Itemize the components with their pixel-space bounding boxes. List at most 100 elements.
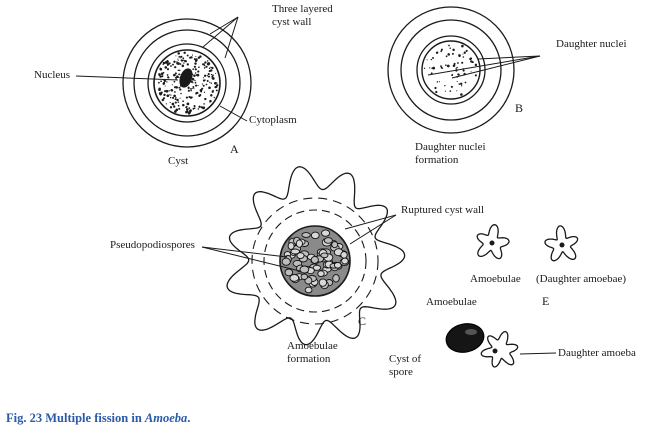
daughter-nucleus-dot — [452, 64, 456, 68]
cytoplasm-granule — [170, 65, 172, 67]
cytoplasm-granule — [213, 96, 215, 99]
cytoplasm-granule — [158, 88, 161, 91]
cytoplasm-granule — [183, 59, 186, 62]
daughter-nucleus-dot — [429, 67, 431, 69]
ruptured-wall-outer — [251, 197, 379, 325]
cyst-a-cytoplasm — [153, 49, 221, 117]
cytoplasm-granule — [175, 55, 177, 57]
cytoplasm-granule — [178, 69, 181, 72]
cytoplasm-granule — [164, 66, 168, 69]
cytoplasm-granule — [172, 96, 175, 99]
cytoplasm-granule — [164, 90, 167, 93]
cytoplasm-granule — [205, 65, 208, 68]
cytoplasm-granule — [210, 73, 213, 76]
cytoplasm-granule — [191, 54, 194, 56]
cytoplasm-granule — [164, 85, 166, 87]
pseudopodiospore — [301, 232, 311, 238]
cytoplasm-label: Cytoplasm — [249, 114, 297, 126]
cytoplasm-granule — [160, 72, 164, 75]
leader-lines — [75, 16, 557, 355]
cytoplasm-granule — [203, 64, 206, 67]
cytoplasm-granule — [177, 104, 180, 107]
cytoplasm-granule — [193, 88, 195, 90]
cyst-b-middle-wall — [400, 19, 502, 121]
cytoplasm-granule — [191, 96, 193, 99]
daughter-nucleus-dot — [462, 56, 465, 58]
daughter-nucleus-dot — [444, 85, 446, 87]
cytoplasm-granule — [177, 101, 180, 103]
cyst-b-outer-wall — [387, 6, 515, 134]
cytoplasm-granule — [203, 67, 206, 69]
daughter-nucleus-dot — [440, 48, 443, 51]
cytoplasm-granule — [158, 73, 161, 76]
daughter-amoebae-label: (Daughter amoebae) — [536, 273, 627, 285]
cyst-b — [387, 6, 515, 134]
cyst-a — [122, 18, 252, 148]
cytoplasm-granule — [205, 83, 208, 86]
cytoplasm-granule — [175, 96, 177, 99]
spore-cyst-highlight — [465, 329, 477, 335]
cytoplasm-granule — [180, 59, 183, 62]
daughter-nucleus-dot — [444, 90, 446, 92]
cytoplasm-granule — [169, 106, 173, 109]
daughter-nucleus-dot — [453, 62, 456, 65]
cytoplasm-granule — [170, 88, 174, 92]
letter-a: A — [230, 142, 239, 156]
daughter-nucleus-dot — [459, 82, 463, 86]
daughter-nucleus-dot — [445, 64, 447, 67]
daughter-nucleus-dot — [440, 65, 442, 67]
cytoplasm-granule — [195, 58, 198, 61]
cytoplasm-granule — [165, 103, 168, 105]
cytoplasm-granule — [169, 94, 171, 96]
daughter-nucleus-dot — [449, 90, 452, 92]
pseudopodiospore — [287, 242, 295, 250]
letter-b: B — [515, 101, 524, 115]
cytoplasm-granule — [188, 107, 191, 109]
daughter-nucleus-dot — [464, 81, 467, 84]
cytoplasm-granule — [216, 84, 219, 87]
pseudopodiospores-cluster — [281, 229, 350, 294]
pseudopodiospore — [281, 257, 291, 266]
cytoplasm-granule — [203, 74, 207, 77]
daughter-amoeba-label: Daughter amoeba — [558, 347, 636, 359]
daughter-nucleus-dot — [426, 59, 428, 61]
cytoplasm-granule — [201, 83, 203, 85]
daughter-nucleus-dot — [435, 51, 439, 54]
cytoplasm-granule — [206, 62, 210, 66]
cytoplasm-granule — [204, 97, 207, 101]
cytoplasm-granule — [178, 107, 181, 110]
daughter-nucleus-dot — [474, 63, 478, 67]
cytoplasm-granule — [197, 70, 200, 73]
daughter-nucleus-dot — [448, 44, 450, 47]
letter-c: C — [358, 314, 367, 328]
pseudopodiospore — [310, 231, 320, 240]
cytoplasm-granule — [182, 100, 184, 103]
cytoplasm-granule — [178, 86, 181, 89]
cytoplasm-granule — [174, 94, 176, 97]
cytoplasm-granule — [197, 108, 200, 110]
cytoplasm-granule — [176, 98, 179, 102]
pseudopodiospore — [299, 265, 310, 274]
three-layered-label-2: cyst wall — [272, 16, 312, 28]
cytoplasm-granule — [192, 86, 195, 88]
cytoplasm-granule — [175, 86, 178, 89]
cytoplasm-granule — [195, 55, 197, 57]
daughter-nucleus-dot — [459, 55, 461, 58]
cytoplasm-granule — [193, 65, 197, 68]
amoebulae-formation-label-1: Amoebulae — [287, 340, 338, 352]
daughter-nucleus-dot — [458, 83, 461, 85]
cytoplasm-granule — [167, 63, 169, 65]
cytoplasm-granule — [204, 61, 207, 63]
cytoplasm-granule — [179, 63, 182, 65]
cytoplasm-granule — [173, 80, 176, 83]
cytoplasm-granule — [203, 91, 206, 93]
cytoplasm-granule — [214, 82, 217, 85]
cytoplasm-granule — [193, 104, 196, 108]
ruptured-cyst-wall-label: Ruptured cyst wall — [401, 204, 485, 216]
pseudopodiospore — [333, 262, 342, 269]
cyst-of-spore-label-2: spore — [389, 366, 413, 378]
daughter-nucleus-dot — [445, 55, 448, 58]
cytoplasm-granule — [192, 68, 195, 70]
cytoplasm-granule — [166, 94, 170, 97]
cytoplasm-granule — [208, 86, 211, 90]
